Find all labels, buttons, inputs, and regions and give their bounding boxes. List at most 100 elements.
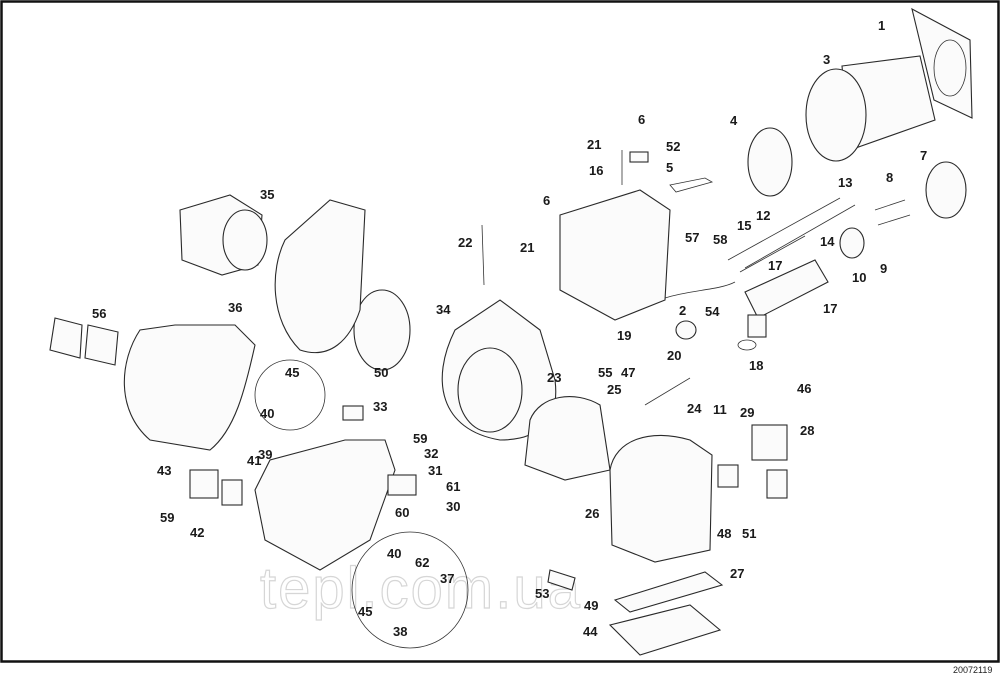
callout-39: 39 [258, 447, 272, 462]
callout-41: 41 [247, 453, 261, 468]
drawing-code: 20072119 [953, 665, 992, 675]
callout-45: 45 [358, 604, 372, 619]
callout-20: 20 [667, 348, 681, 363]
callout-3: 3 [823, 52, 830, 67]
callout-28: 28 [800, 423, 814, 438]
callout-50: 50 [374, 365, 388, 380]
callout-12: 12 [756, 208, 770, 223]
callout-38: 38 [393, 624, 407, 639]
callout-36: 36 [228, 300, 242, 315]
part-rod-12 [727, 197, 841, 261]
callout-17: 17 [823, 301, 837, 316]
part-filter [747, 314, 767, 338]
part-rear-cover [609, 434, 713, 563]
part-switch-assembly [387, 474, 417, 496]
callout-37: 37 [440, 571, 454, 586]
part-flange-gasket [911, 7, 973, 119]
callout-19: 19 [617, 328, 631, 343]
part-air-box [524, 396, 611, 481]
callout-59: 59 [160, 510, 174, 525]
callout-4: 4 [730, 113, 738, 128]
part-combustion-disk [925, 161, 967, 219]
callout-17: 17 [768, 258, 782, 273]
callout-55: 55 [598, 365, 612, 380]
callout-21: 21 [520, 240, 534, 255]
callout-43: 43 [157, 463, 171, 478]
callout-15: 15 [737, 218, 751, 233]
part-control-unit [751, 424, 788, 461]
callout-7: 7 [920, 148, 927, 163]
callout-48: 48 [717, 526, 731, 541]
callout-6: 6 [543, 193, 550, 208]
callout-54: 54 [705, 304, 720, 319]
callout-62: 62 [415, 555, 429, 570]
callout-13: 13 [838, 175, 852, 190]
callout-22: 22 [458, 235, 472, 250]
callout-42: 42 [190, 525, 204, 540]
part-burner-housing [559, 189, 671, 321]
part-preheater [744, 259, 829, 319]
detail-circle-upper [254, 359, 326, 431]
callout-44: 44 [583, 624, 598, 639]
part-blast-tube-end [805, 68, 867, 162]
callout-40: 40 [387, 546, 401, 561]
part-nozzle-holder [839, 227, 865, 259]
part-grille [608, 604, 722, 656]
callout-33: 33 [373, 399, 387, 414]
part-fan-inlet [457, 347, 523, 433]
callout-11: 11 [713, 402, 727, 417]
callout-51: 51 [742, 526, 756, 541]
callout-23: 23 [547, 370, 561, 385]
callout-52: 52 [666, 139, 680, 154]
part-oil-line [664, 281, 736, 299]
part-link-rod [644, 377, 691, 406]
callout-34: 34 [436, 302, 451, 317]
callout-14: 14 [820, 234, 835, 249]
part-electrode-a [874, 199, 906, 211]
part-control-box [254, 439, 396, 571]
callout-8: 8 [886, 170, 893, 185]
callout-35: 35 [260, 187, 274, 202]
callout-24: 24 [687, 401, 702, 416]
part-terminal-42 [221, 479, 243, 506]
callout-10: 10 [852, 270, 866, 285]
callout-9: 9 [880, 261, 887, 276]
part-housing-backplate [274, 199, 366, 354]
callout-59: 59 [413, 431, 427, 446]
callout-61: 61 [446, 479, 460, 494]
part-rod-14 [739, 235, 806, 273]
part-tube-ring [747, 127, 793, 197]
callout-29: 29 [740, 405, 754, 420]
callout-30: 30 [446, 499, 460, 514]
callout-46: 46 [797, 381, 811, 396]
callout-26: 26 [585, 506, 599, 521]
part-rod-13 [744, 204, 856, 269]
part-motor-flange [222, 209, 268, 271]
part-cover-panel-a [49, 317, 83, 359]
callout-2: 2 [679, 303, 686, 318]
detail-circle-lower [351, 531, 469, 649]
callout-21: 21 [587, 137, 601, 152]
part-valve [675, 320, 697, 340]
part-cover-plate [629, 151, 649, 163]
callout-6: 6 [638, 112, 645, 127]
part-rail-27 [613, 571, 724, 613]
callout-32: 32 [424, 446, 438, 461]
callout-5: 5 [666, 160, 673, 175]
part-cover-panel-b [84, 324, 119, 366]
part-burner-cover [123, 324, 256, 451]
part-plate-43 [189, 469, 219, 499]
callout-49: 49 [584, 598, 598, 613]
part-label-plate [766, 469, 788, 499]
callout-31: 31 [428, 463, 442, 478]
part-bracket [669, 177, 714, 193]
part-hinge-pin [481, 224, 485, 286]
parts [49, 7, 973, 656]
callout-47: 47 [621, 365, 635, 380]
callout-57: 57 [685, 230, 699, 245]
callout-25: 25 [607, 382, 621, 397]
part-fan-wheel [353, 289, 411, 371]
part-flange-opening [933, 39, 967, 97]
callout-16: 16 [589, 163, 603, 178]
